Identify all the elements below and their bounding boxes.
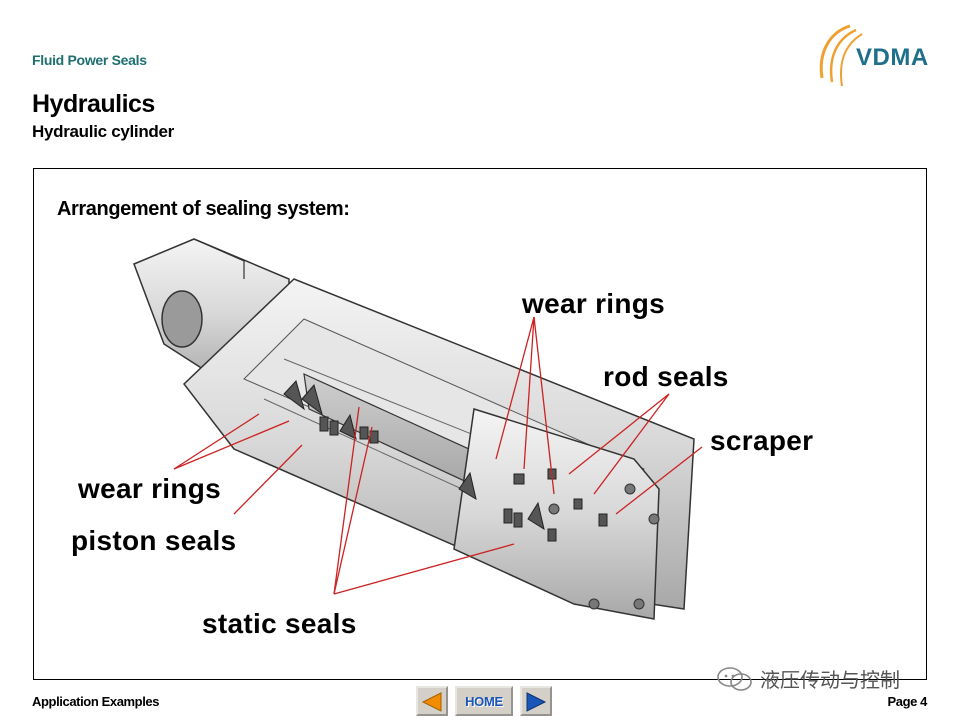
home-button-label: HOME (465, 693, 503, 709)
front-head (453, 408, 660, 620)
callout-lines (173, 316, 703, 595)
callout-line-static-3 (333, 543, 515, 595)
callout-line-rod-1 (568, 393, 670, 475)
label-wear-rings-top: wear rings (522, 288, 666, 319)
callout-line-piston (233, 444, 303, 515)
label-rod-seals: rod seals (603, 361, 729, 392)
callout-line-scraper (615, 446, 703, 515)
page-number: Page 4 (887, 694, 927, 709)
watermark-text: 液压传动与控制 (760, 670, 900, 692)
label-scraper: scraper (710, 425, 814, 456)
logo-arc-icon (819, 24, 863, 87)
callout-line-rod-2 (593, 393, 670, 495)
callout-line-wear-left-1 (173, 413, 260, 470)
content-frame (33, 168, 927, 680)
callout-line-wear-left-2 (173, 420, 290, 470)
arrow-right-icon (526, 692, 547, 712)
callout-line-wear-top-1 (495, 316, 535, 460)
arrow-left-icon (421, 692, 442, 712)
callout-line-wear-top-2 (523, 316, 535, 470)
piston-seal-elements (283, 380, 379, 444)
hydraulic-cylinder-illustration (133, 238, 703, 620)
callout-line-static-1 (333, 406, 360, 595)
diagram-heading: Arrangement of sealing system: (57, 198, 350, 220)
vdma-logo: VDMA (812, 18, 942, 94)
page-title: Hydraulics (32, 90, 155, 118)
next-slide-button[interactable] (520, 686, 552, 716)
category-label: Fluid Power Seals (32, 52, 147, 68)
logo-text: VDMA (856, 44, 929, 71)
previous-slide-button[interactable] (416, 686, 448, 716)
wechat-watermark: 液压传动与控制 (716, 664, 900, 693)
label-wear-rings-left: wear rings (78, 473, 222, 504)
wechat-icon (717, 666, 752, 691)
label-static-seals: static seals (202, 608, 357, 639)
home-button[interactable]: HOME (455, 686, 513, 716)
callout-line-static-2 (333, 426, 373, 595)
page-subtitle: Hydraulic cylinder (32, 122, 174, 141)
callout-line-wear-top-3 (533, 316, 555, 495)
label-piston-seals: piston seals (71, 525, 237, 556)
footer-section-label: Application Examples (32, 694, 160, 709)
